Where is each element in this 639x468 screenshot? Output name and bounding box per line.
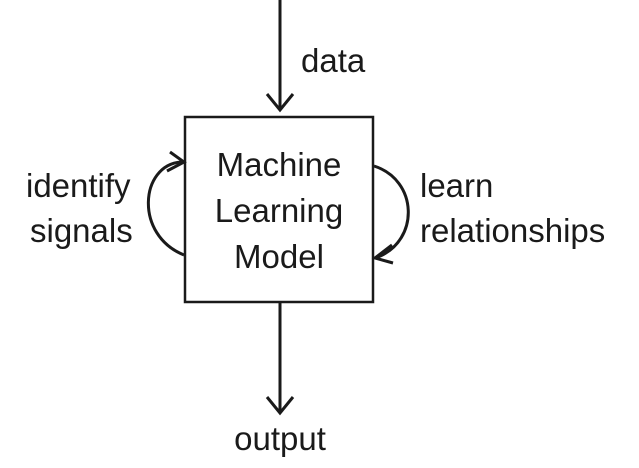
right-loop-arc	[373, 164, 410, 259]
model-label-line-1: Machine	[216, 146, 342, 183]
right-loop-label-line-1: learn	[420, 167, 494, 204]
right-loop-label-line-2: relationships	[420, 212, 606, 249]
output-label: output	[234, 420, 326, 457]
right-loop-arrowhead	[371, 243, 394, 265]
input-label: data	[301, 42, 366, 79]
model-box	[183, 115, 375, 304]
input-arrow-head	[265, 93, 295, 113]
model-label-line-2: Learning	[214, 192, 344, 229]
output-arrow-head	[265, 396, 295, 416]
left-loop-label-line-1: identify	[26, 167, 131, 204]
model-label-line-3: Model	[234, 238, 324, 275]
left-loop-label-line-2: signals	[30, 212, 133, 249]
left-loop-arc	[146, 160, 185, 257]
left-loop-arrowhead	[166, 150, 187, 173]
